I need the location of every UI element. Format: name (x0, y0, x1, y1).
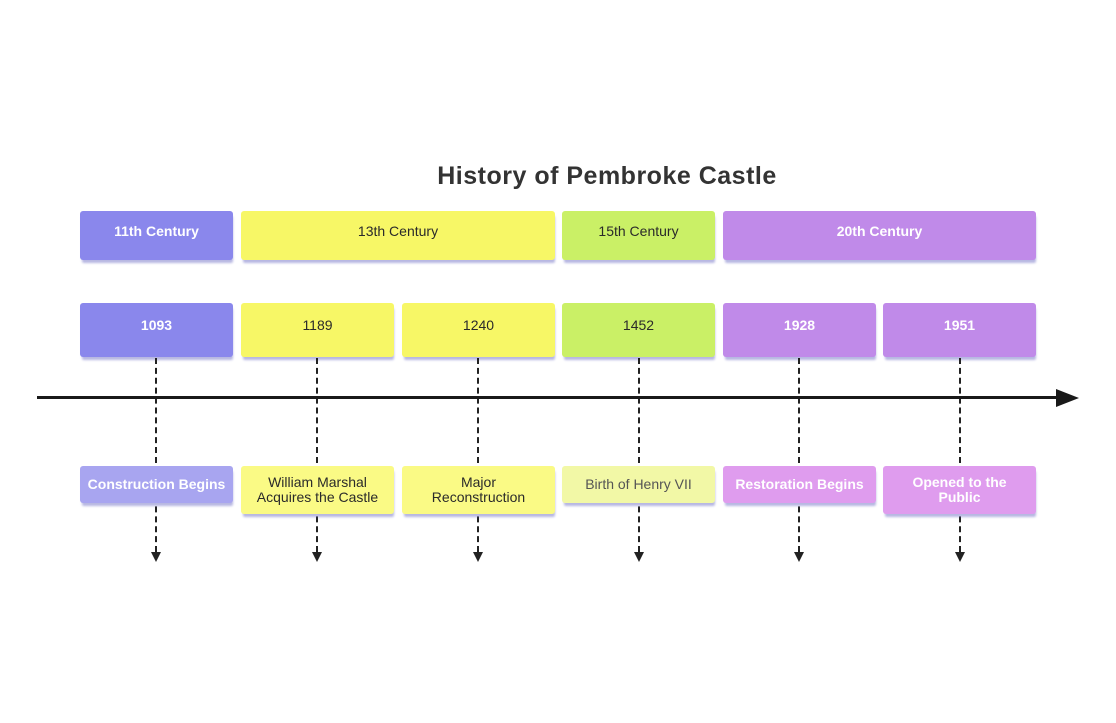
connector-arrowhead-icon (473, 552, 483, 562)
connector-arrowhead-icon (634, 552, 644, 562)
section-band-11th-century: 11th Century (80, 211, 233, 260)
event-major-reconstruction: Major Reconstruction (402, 466, 555, 514)
connector-line (959, 358, 961, 552)
event-opened-to-the-public: Opened to the Public (883, 466, 1036, 514)
period-year-1189: 1189 (241, 303, 394, 357)
diagram-title: History of Pembroke Castle (437, 162, 777, 190)
connector-arrowhead-icon (151, 552, 161, 562)
connector-line (477, 358, 479, 552)
connector-line (316, 358, 318, 552)
section-band-15th-century: 15th Century (562, 211, 715, 260)
period-year-1452: 1452 (562, 303, 715, 357)
connector-line (155, 358, 157, 552)
section-band-20th-century: 20th Century (723, 211, 1036, 260)
event-construction-begins: Construction Begins (80, 466, 233, 503)
connector-line (638, 358, 640, 552)
event-william-marshal-acquires: William Marshal Acquires the Castle (241, 466, 394, 514)
timeline-axis (37, 396, 1058, 399)
period-year-1951: 1951 (883, 303, 1036, 357)
period-year-1093: 1093 (80, 303, 233, 357)
period-year-1240: 1240 (402, 303, 555, 357)
section-band-13th-century: 13th Century (241, 211, 555, 260)
event-restoration-begins: Restoration Begins (723, 466, 876, 503)
connector-arrowhead-icon (794, 552, 804, 562)
period-year-1928: 1928 (723, 303, 876, 357)
timeline-axis-arrowhead-icon (1056, 389, 1079, 407)
event-birth-of-henry-vii: Birth of Henry VII (562, 466, 715, 503)
connector-line (798, 358, 800, 552)
connector-arrowhead-icon (312, 552, 322, 562)
connector-arrowhead-icon (955, 552, 965, 562)
